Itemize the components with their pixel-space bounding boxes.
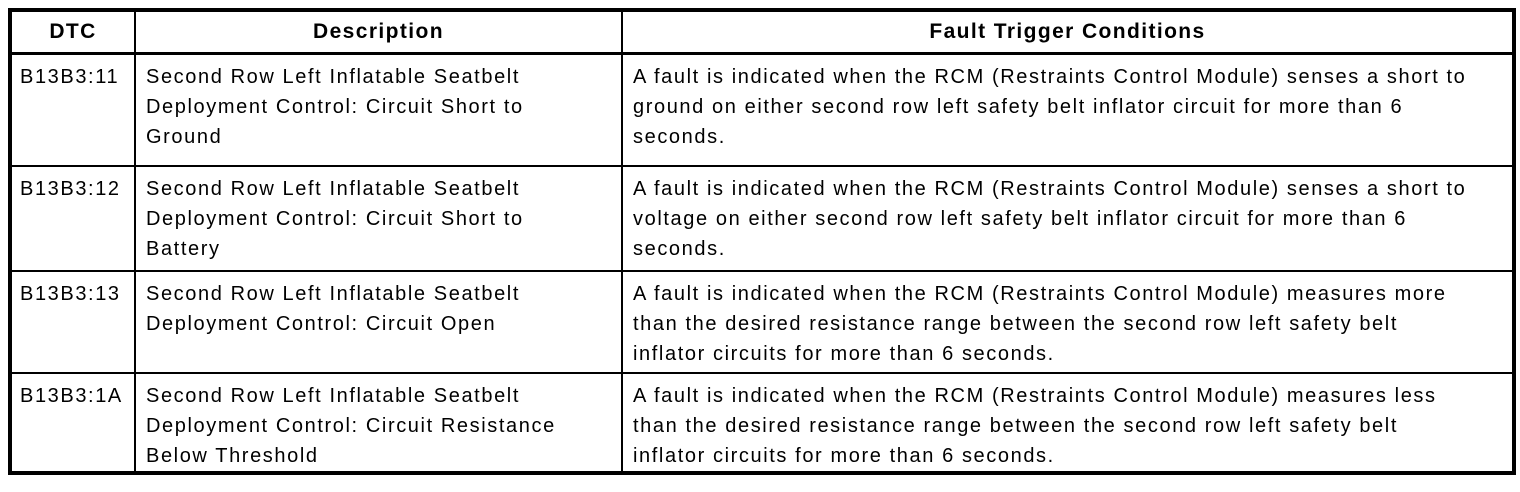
column-header-fault-trigger-conditions: Fault Trigger Conditions	[621, 8, 1516, 55]
dtc-table: DTC Description Fault Trigger Conditions…	[8, 8, 1516, 475]
dtc-code-cell: B13B3:11	[8, 52, 136, 167]
fault-trigger-conditions-cell: A fault is indicated when the RCM (Restr…	[621, 52, 1516, 167]
dtc-code-cell: B13B3:12	[8, 164, 136, 272]
dtc-table-header: DTC Description Fault Trigger Conditions	[8, 8, 1516, 55]
fault-trigger-conditions-cell: A fault is indicated when the RCM (Restr…	[621, 269, 1516, 374]
table-row: B13B3:11 Second Row Left Inflatable Seat…	[8, 52, 1516, 167]
column-header-dtc: DTC	[8, 8, 136, 55]
table-row: B13B3:1A Second Row Left Inflatable Seat…	[8, 371, 1516, 475]
column-header-description: Description	[134, 8, 623, 55]
dtc-table-body: B13B3:11 Second Row Left Inflatable Seat…	[8, 52, 1516, 475]
description-cell: Second Row Left Inflatable Seatbelt Depl…	[134, 52, 623, 167]
fault-trigger-conditions-cell: A fault is indicated when the RCM (Restr…	[621, 164, 1516, 272]
table-row: B13B3:13 Second Row Left Inflatable Seat…	[8, 269, 1516, 374]
description-cell: Second Row Left Inflatable Seatbelt Depl…	[134, 164, 623, 272]
dtc-code-cell: B13B3:13	[8, 269, 136, 374]
dtc-code-cell: B13B3:1A	[8, 371, 136, 475]
description-cell: Second Row Left Inflatable Seatbelt Depl…	[134, 269, 623, 374]
fault-trigger-conditions-cell: A fault is indicated when the RCM (Restr…	[621, 371, 1516, 475]
header-row: DTC Description Fault Trigger Conditions	[8, 8, 1516, 55]
table-row: B13B3:12 Second Row Left Inflatable Seat…	[8, 164, 1516, 272]
description-cell: Second Row Left Inflatable Seatbelt Depl…	[134, 371, 623, 475]
